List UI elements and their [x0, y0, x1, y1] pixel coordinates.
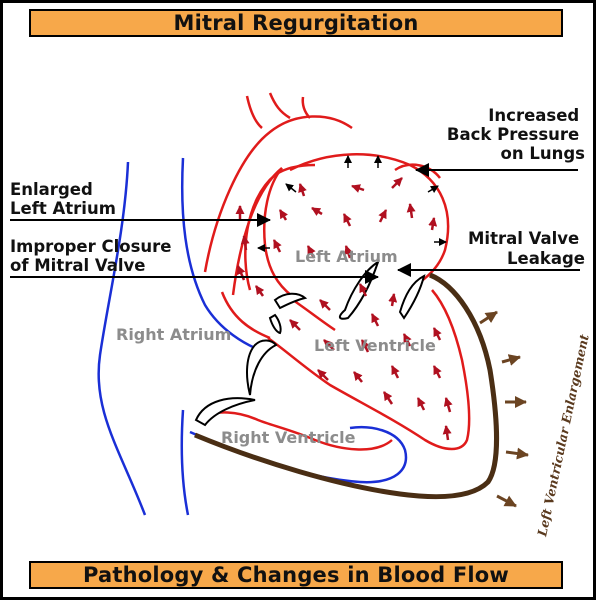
- pointer-lines: [10, 163, 580, 284]
- enlarged-ventricle-outline: [194, 272, 499, 500]
- valve-leaflets: [194, 259, 426, 427]
- label-left-atrium: Left Atrium: [295, 247, 398, 266]
- label-increased-back-pressure: Increased Back Pressure on Lungs: [447, 106, 585, 163]
- label-left-ventricular-enlargement: Left Ventricular Enlargement: [534, 333, 592, 539]
- label-right-atrium: Right Atrium: [116, 325, 231, 344]
- pressure-arrows: [257, 155, 447, 252]
- left-heart-outline: [197, 92, 471, 451]
- label-right-ventricle: Right Ventricle: [221, 428, 356, 447]
- label-improper-closure: Improper Closure of Mitral Valve: [10, 237, 177, 275]
- enlargement-arrows: [479, 310, 529, 508]
- blood-flow-arrows: [235, 177, 453, 441]
- label-mitral-valve-leakage: Mitral Valve Leakage: [468, 229, 585, 268]
- footer-banner: Pathology & Changes in Blood Flow: [29, 561, 563, 589]
- label-enlarged-left-atrium: Enlarged Left Atrium: [10, 180, 116, 218]
- title-banner: Mitral Regurgitation: [29, 9, 563, 37]
- label-left-ventricle: Left Ventricle: [314, 336, 436, 355]
